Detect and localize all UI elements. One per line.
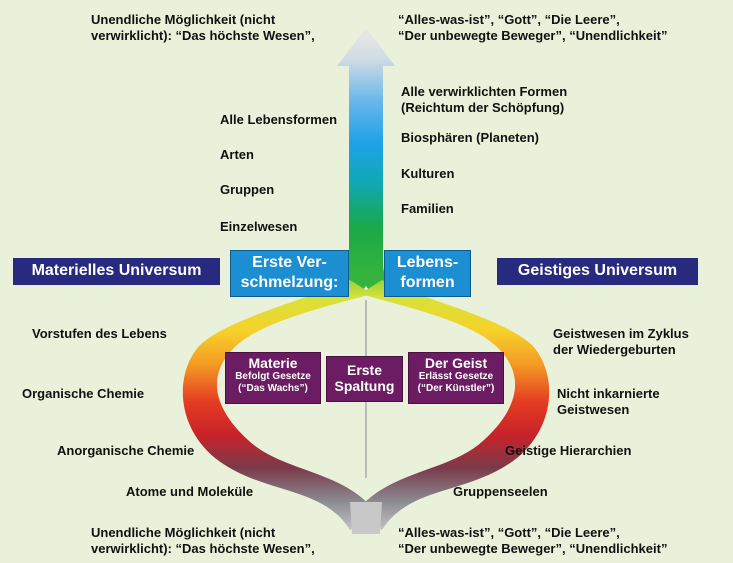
right-lobe (358, 280, 550, 530)
label-verwirklichte-formen-line2: (Reichtum der Schöpfung) (401, 100, 565, 115)
erste-spaltung-line2: Spaltung (334, 378, 395, 394)
materielles-universum-box: Materielles Universum (13, 258, 220, 285)
label-geistige-hierarchien: Geistige Hierarchien (505, 443, 632, 458)
label-atome-und-molekuele: Atome und Moleküle (126, 484, 254, 499)
label-biosphaeren: Biosphären (Planeten) (401, 130, 539, 145)
der-geist-sub-line1: Erlässt Gesetze (418, 371, 494, 382)
upward-arrow (337, 28, 395, 296)
top-left-line1: Unendliche Möglichkeit (nicht (91, 12, 276, 27)
label-organische-chemie: Organische Chemie (22, 386, 145, 401)
top-left-text: Unendliche Möglichkeit (nicht verwirklic… (91, 12, 315, 44)
label-anorganische-chemie: Anorganische Chemie (57, 443, 195, 458)
bottom-right-line1: “Alles-was-ist”, “Gott”, “Die Leere”, (398, 525, 620, 540)
bottom-right-line2: “Der unbewegte Beweger”, “Unendlichkeit” (398, 541, 668, 556)
label-gruppen: Gruppen (220, 182, 275, 197)
top-right-text: “Alles-was-ist”, “Gott”, “Die Leere”, “D… (398, 12, 667, 44)
label-nicht-inkarnierte-line2: Geistwesen (557, 402, 630, 417)
label-alle-lebensformen: Alle Lebensformen (220, 112, 338, 127)
label-geistwesen-zyklus-line2: der Wiedergeburten (553, 342, 676, 357)
label-arten: Arten (220, 147, 254, 162)
lebensformen-box: Lebens- formen (384, 250, 471, 297)
der-geist-box: Der Geist Erlässt Gesetze (“Der Künstler… (408, 352, 504, 404)
label-gruppenseelen: Gruppenseelen (453, 484, 548, 499)
label-vorstufen-des-lebens: Vorstufen des Lebens (32, 326, 167, 341)
left-lobe (182, 280, 374, 530)
bottom-right-text: “Alles-was-ist”, “Gott”, “Die Leere”, “D… (398, 525, 667, 557)
materie-box: Materie Befolgt Gesetze (“Das Wachs”) (225, 352, 321, 404)
erste-verschmelzung-box: Erste Ver- schmelzung: (230, 250, 349, 297)
label-nicht-inkarnierte-line1: Nicht inkarnierte (557, 386, 660, 401)
label-nicht-inkarnierte: Nicht inkarnierte Geistwesen (557, 386, 660, 418)
label-geistwesen-zyklus-line1: Geistwesen im Zyklus (553, 326, 689, 341)
materie-title: Materie (248, 355, 298, 371)
erste-spaltung-line1: Erste (346, 362, 383, 378)
label-verwirklichte-formen: Alle verwirklichten Formen (Reichtum der… (401, 84, 567, 116)
label-geistwesen-zyklus: Geistwesen im Zyklus der Wiedergeburten (553, 326, 689, 358)
erste-verschmelzung-line2: schmelzung: (240, 274, 339, 291)
label-einzelwesen: Einzelwesen (220, 219, 298, 234)
top-right-line1: “Alles-was-ist”, “Gott”, “Die Leere”, (398, 12, 620, 27)
top-right-line2: “Der unbewegte Beweger”, “Unendlichkeit” (398, 28, 668, 43)
bottom-left-line1: Unendliche Möglichkeit (nicht (91, 525, 276, 540)
materie-sub-line2: (“Das Wachs”) (238, 383, 308, 394)
label-familien: Familien (401, 201, 454, 216)
materie-sub-line1: Befolgt Gesetze (235, 371, 311, 382)
label-kulturen: Kulturen (401, 166, 455, 181)
erste-verschmelzung-line1: Erste Ver- (252, 254, 327, 271)
bottom-left-line2: verwirklicht): “Das höchste Wesen”, (91, 541, 315, 556)
erste-spaltung-box: Erste Spaltung (326, 356, 403, 402)
geistiges-universum-box: Geistiges Universum (497, 258, 698, 285)
bottom-left-text: Unendliche Möglichkeit (nicht verwirklic… (91, 525, 315, 557)
bottom-stem (350, 502, 382, 534)
der-geist-title: Der Geist (424, 355, 488, 371)
lebensformen-line1: Lebens- (396, 254, 459, 271)
lebensformen-line2: formen (400, 274, 455, 291)
der-geist-sub-line2: (“Der Künstler”) (417, 383, 495, 394)
label-verwirklichte-formen-line1: Alle verwirklichten Formen (401, 84, 568, 99)
top-left-line2: verwirklicht): “Das höchste Wesen”, (91, 28, 315, 43)
